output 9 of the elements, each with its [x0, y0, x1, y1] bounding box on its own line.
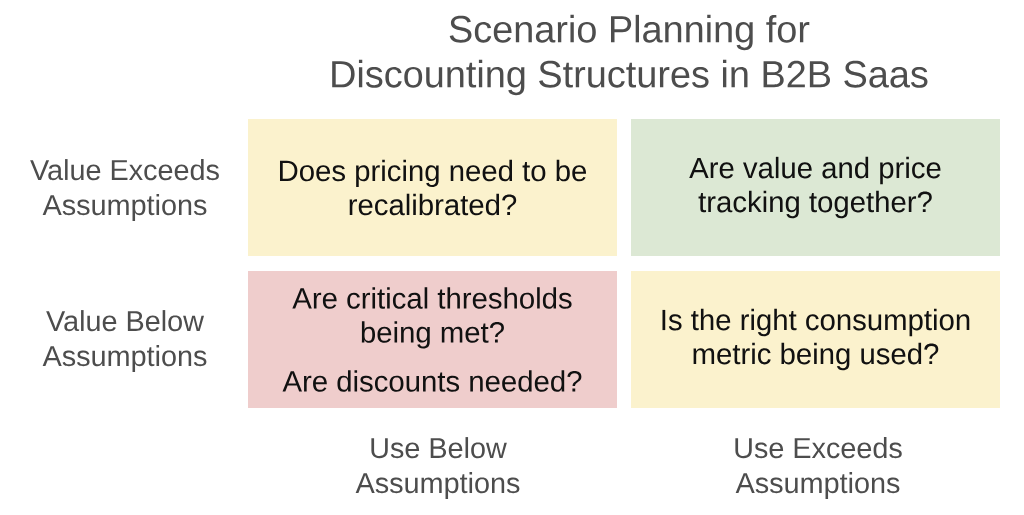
column-label: Use Exceeds Assumptions	[735, 437, 902, 499]
title: Scenario Planning for Discounting Structures in B2B Saas	[332, 14, 928, 96]
question-box: Does pricing need to be recalibrated?	[248, 119, 617, 256]
question-box: Is the right consumption metric being used?	[631, 271, 1000, 408]
question-box: Are value and price tracking together?	[631, 119, 1000, 256]
row-label: Value Exceeds Assumptions	[30, 159, 219, 221]
row-label: Value Below Assumptions	[42, 310, 207, 372]
column-label: Use Below Assumptions	[355, 437, 520, 499]
question-box: Are critical thresholds being met? Are discounts needed?	[248, 271, 617, 408]
